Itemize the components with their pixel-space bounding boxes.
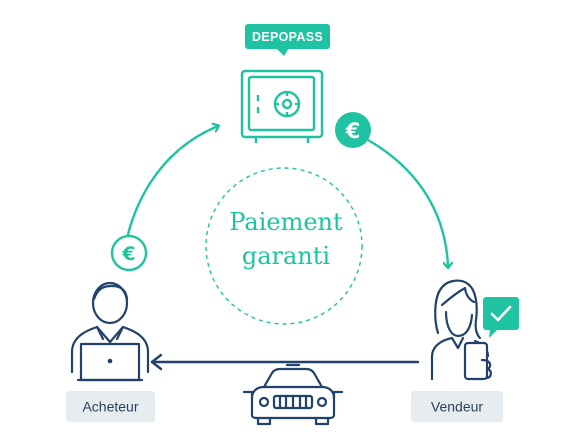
- car-icon: [242, 363, 344, 426]
- svg-text:€: €: [345, 119, 361, 143]
- seller-phone-icon: [430, 279, 492, 381]
- safe-icon: [240, 69, 324, 143]
- arrow-seller-to-buyer: [150, 353, 420, 371]
- seller-label-text: Vendeur: [431, 399, 483, 415]
- arrow-depopass-to-seller: [367, 138, 448, 267]
- seller-label: Vendeur: [411, 391, 503, 422]
- center-circle: [205, 167, 363, 325]
- buyer-label: Acheteur: [66, 391, 155, 422]
- check-bubble-icon: [483, 297, 519, 338]
- euro-icon: €: [335, 112, 371, 148]
- buyer-laptop-icon: [70, 281, 150, 382]
- depopass-label: DEPOPASS: [252, 30, 323, 44]
- depopass-tag: DEPOPASS: [245, 24, 330, 56]
- euro-icon: €: [110, 234, 148, 272]
- center-title-line1: Paiement: [229, 208, 343, 236]
- buyer-label-text: Acheteur: [82, 399, 138, 415]
- center-title-line2: garanti: [242, 242, 331, 270]
- svg-text:€: €: [121, 243, 135, 265]
